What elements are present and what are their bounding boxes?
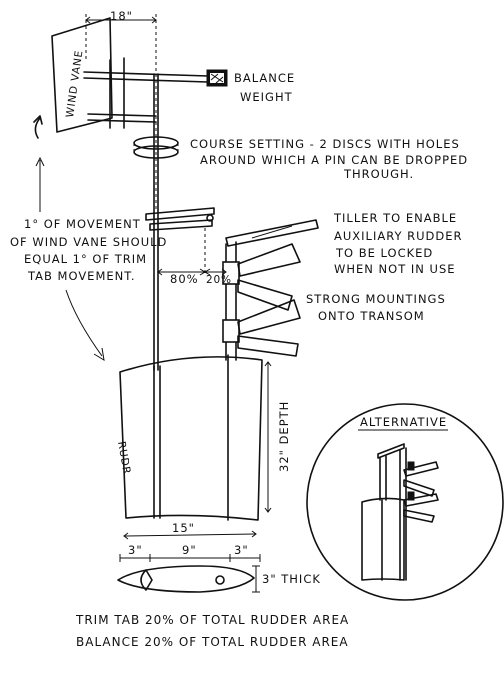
balance-note: BALANCE 20% OF TOTAL RUDDER AREA <box>76 635 349 649</box>
course-setting-label-2: AROUND WHICH A PIN CAN BE DROPPED <box>200 153 468 167</box>
movement-label-1: 1° OF MOVEMENT <box>24 217 141 231</box>
tiller-label-3: TO BE LOCKED <box>335 246 433 260</box>
vane-width-dimension: 18" <box>85 9 157 210</box>
movement-label-4: TAB MOVEMENT. <box>27 269 136 283</box>
wind-vane-panel <box>51 17 113 133</box>
mountings-label-2: ONTO TRANSOM <box>318 309 425 323</box>
mount-bracket-upper-b <box>237 279 293 311</box>
balance-label-2: WEIGHT <box>240 90 293 104</box>
alternative-label: ALTERNATIVE <box>360 415 447 429</box>
tiller-bar <box>225 219 319 247</box>
thickness-label: 3" THICK <box>262 572 321 586</box>
tiller-label-1: TILLER TO ENABLE <box>333 211 457 225</box>
mount-bracket-upper-a <box>237 243 301 277</box>
movement-label-3: EQUAL 1° OF TRIM <box>24 252 147 266</box>
balance-label-1: BALANCE <box>234 71 295 85</box>
linkage-arm-upper <box>145 207 215 221</box>
mountings-label-1: STRONG MOUNTINGS <box>306 292 446 306</box>
rudder-blade: RUDR <box>115 354 263 521</box>
dim-3-left-label: 3" <box>128 543 143 557</box>
course-setting-label-1: COURSE SETTING - 2 DISCS WITH HOLES <box>190 137 460 151</box>
rudder-side-mark: RUDR <box>115 440 133 475</box>
upper-vane-arm <box>83 71 209 83</box>
rudder-width-dimension: 15" <box>123 521 257 540</box>
pct-20-label: 20% <box>206 274 232 286</box>
foil-stock-hole <box>215 575 225 585</box>
pct-80-label: 80% <box>170 272 199 286</box>
linkage-arm-lower <box>149 219 213 231</box>
depth-dimension: 32" DEPTH <box>264 361 291 513</box>
trim-tab-note: TRIM TAB 20% OF TOTAL RUDDER AREA <box>75 613 349 627</box>
foil-outline <box>117 565 255 593</box>
course-setting-label-3: THROUGH. <box>343 167 414 181</box>
alternative-circle <box>306 403 504 601</box>
balance-weight: BALANCE WEIGHT <box>206 69 295 104</box>
movement-label-2: OF WIND VANE SHOULD <box>10 235 167 249</box>
movement-note: 1° OF MOVEMENT OF WIND VANE SHOULD EQUAL… <box>10 156 167 361</box>
stock-collar-lower <box>222 319 240 343</box>
alternative-inset: ALTERNATIVE <box>306 403 504 601</box>
lower-vane-arm <box>87 113 157 123</box>
dim-3-right-label: 3" <box>234 543 249 557</box>
tiller: TILLER TO ENABLE AUXILIARY RUDDER TO BE … <box>225 211 463 276</box>
section-dimensions: 3" 9" 3" <box>119 543 261 562</box>
course-setting-discs: COURSE SETTING - 2 DISCS WITH HOLES AROU… <box>133 136 468 181</box>
foil-trim-tab <box>140 569 153 591</box>
vane-width-label: 18" <box>110 9 133 23</box>
dim-9-label: 9" <box>182 543 197 557</box>
mount-bracket-lower-b <box>237 335 299 357</box>
wind-vane-label: WIND VANE <box>64 49 85 118</box>
vane-posts <box>109 57 125 129</box>
tiller-label-2: AUXILIARY RUDDER <box>334 229 463 243</box>
rudder-width-label: 15" <box>172 521 195 535</box>
tiller-label-4: WHEN NOT IN USE <box>334 262 456 276</box>
vane-shaft <box>153 73 159 371</box>
rudder-hinge-line <box>153 365 161 519</box>
rudder-cross-section: 3" THICK <box>117 565 321 593</box>
transom-mountings: STRONG MOUNTINGS ONTO TRANSOM <box>237 243 446 357</box>
balance-percentages: 80% 20% <box>157 268 232 286</box>
rotation-arrow <box>34 117 41 139</box>
rudder-outline <box>119 356 263 521</box>
depth-label: 32" DEPTH <box>277 401 291 472</box>
trim-linkage <box>145 207 215 272</box>
wind-vane: WIND VANE <box>33 17 209 139</box>
mount-bracket-lower-a <box>237 299 301 335</box>
